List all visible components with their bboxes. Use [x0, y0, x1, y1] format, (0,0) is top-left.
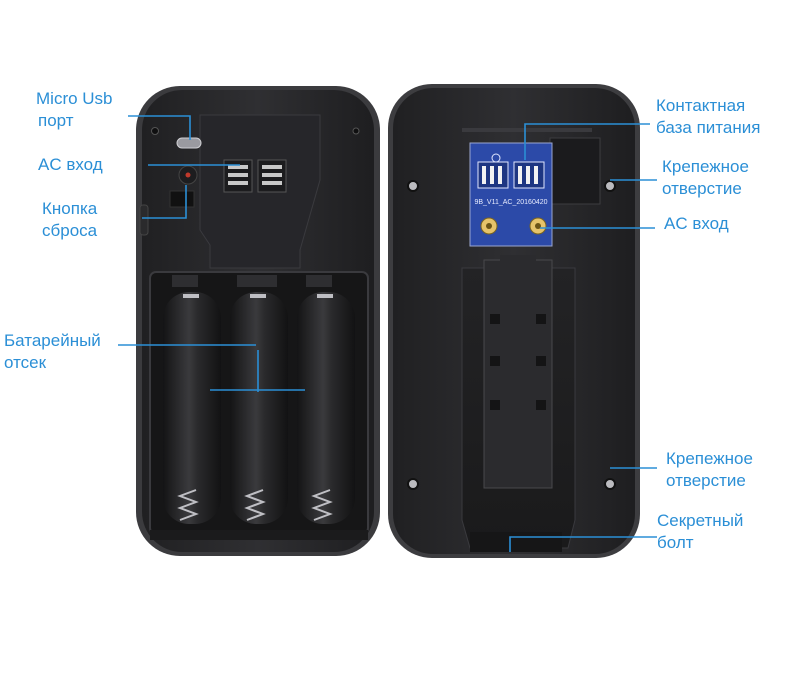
secret-bolt	[470, 532, 562, 552]
right-device: 9B_V11_AC_20160420	[388, 84, 640, 558]
mount-hole-top-right	[604, 180, 616, 192]
pcb-label: 9B_V11_AC_20160420	[474, 199, 547, 206]
label-secret-bolt-line2: болт	[657, 533, 694, 552]
leader-lines	[118, 115, 657, 552]
label-battery-line2: отсек	[4, 353, 47, 372]
label-mount-bottom-line2: отверстие	[666, 471, 746, 490]
mount-hole-bottom-left	[407, 478, 419, 490]
label-reset-line2: сброса	[42, 221, 98, 240]
label-micro-usb-line1: Micro Usb	[36, 89, 113, 108]
label-mount-top-line2: отверстие	[662, 179, 742, 198]
label-battery: Батарейный отсек	[4, 330, 101, 374]
label-mount-bottom-line1: Крепежное	[666, 449, 753, 468]
label-ac-left-line1: AC вход	[38, 155, 103, 174]
label-reset: Кнопка сброса	[42, 198, 97, 242]
mount-hole-bottom-right	[604, 478, 616, 490]
label-ac-right-line1: AC вход	[664, 214, 729, 233]
label-contact-base: Контактная база питания	[656, 95, 760, 139]
label-secret-bolt: Секретный болт	[657, 510, 743, 554]
mounting-plate	[461, 255, 576, 552]
label-mount-top: Крепежное отверстие	[662, 156, 749, 200]
label-mount-bottom: Крепежное отверстие	[666, 448, 753, 492]
label-ac-left: AC вход	[38, 154, 103, 176]
label-secret-bolt-line1: Секретный	[657, 511, 744, 530]
label-mount-top-line1: Крепежное	[662, 157, 749, 176]
battery-compartment	[149, 271, 369, 535]
label-contact-base-line1: Контактная	[656, 96, 746, 115]
label-battery-line1: Батарейный	[4, 331, 101, 350]
label-micro-usb-line2: порт	[38, 111, 74, 130]
label-contact-base-line2: база питания	[656, 118, 761, 137]
label-micro-usb: Micro Usb порт	[36, 88, 113, 132]
label-ac-right: AC вход	[664, 213, 729, 235]
micro-usb-port	[176, 137, 202, 149]
label-reset-line1: Кнопка	[42, 199, 98, 218]
mount-hole-top-left	[407, 180, 419, 192]
power-contact-base: 9B_V11_AC_20160420	[469, 142, 553, 247]
left-device	[136, 86, 380, 556]
